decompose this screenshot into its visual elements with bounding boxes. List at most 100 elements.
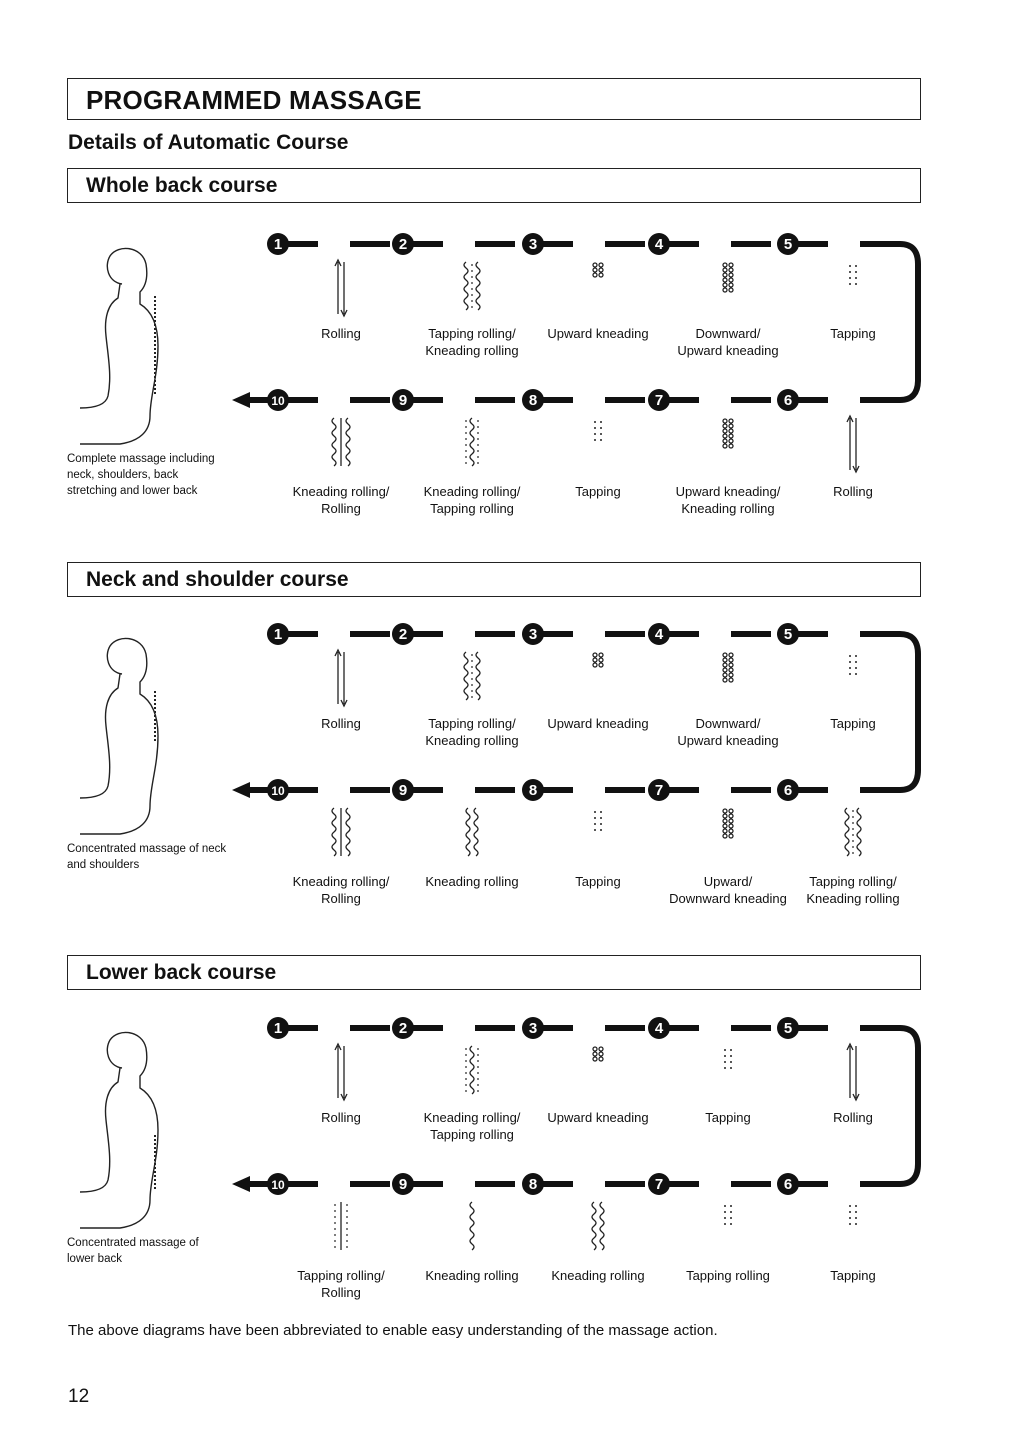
svg-text:8: 8 [529,782,537,799]
krolltap-motion-icon [465,417,479,467]
course-description: Concentrated massage of neck and shoulde… [67,843,227,871]
step-label: Rolling [321,1110,361,1125]
step-6-badge: 6 [777,1173,799,1195]
page-title: PROGRAMMED MASSAGE [86,85,422,115]
step-2-badge: 2 [392,623,414,645]
flow-end-arrow-icon [232,1176,250,1192]
knead-motion-icon [591,1201,605,1251]
step-7-badge: 7 [648,779,670,801]
step-label: Rolling [321,326,361,341]
step-label: Upward/Downward kneading [669,874,787,906]
step-1-badge: 1 [267,233,289,255]
taproll-motion-icon [463,261,481,311]
svg-text:8: 8 [529,392,537,409]
course-flow-diagram: 1 2 3 4 5 10 9 8 7 6 [79,1017,921,1251]
step-5-badge: 5 [777,1017,799,1039]
step-8-badge: 8 [522,389,544,411]
svg-text:10: 10 [271,394,285,408]
step-label: Tapping [830,326,876,341]
kneadline-motion-icon [469,1201,475,1251]
down-motion-icon [722,652,734,683]
step-3-badge: 3 [522,1017,544,1039]
svg-text:3: 3 [529,236,537,253]
tap-motion-icon [849,265,857,285]
step-label: Kneading rolling [425,1268,519,1283]
up-motion-icon [592,652,604,668]
step-label: Kneading rolling/Rolling [292,874,390,906]
step-label: Rolling [833,1110,873,1125]
svg-text:2: 2 [399,626,407,643]
down-motion-icon [722,808,734,839]
svg-text:8: 8 [529,1176,537,1193]
step-3-badge: 3 [522,233,544,255]
svg-text:7: 7 [655,782,663,799]
course-title-box-lower-back: Lower back course [67,955,921,990]
krolltap-motion-icon [465,1045,479,1095]
footnote: The above diagrams have been abbreviated… [68,1322,718,1339]
step-label: Tapping [830,1268,876,1283]
kroll-motion-icon [331,417,351,467]
taproll-motion-icon [844,807,862,857]
roll-motion-icon [334,648,348,708]
step-3-badge: 3 [522,623,544,645]
svg-text:9: 9 [399,1176,407,1193]
step-label: Tapping rolling/Rolling [297,1268,385,1300]
svg-text:6: 6 [784,392,792,409]
svg-text:7: 7 [655,392,663,409]
down-motion-icon [722,262,734,293]
flow-end-arrow-icon [232,782,250,798]
taproll-motion-icon [463,651,481,701]
svg-text:10: 10 [271,784,285,798]
roll-motion-icon [846,414,860,474]
step-label: Kneading rolling [551,1268,645,1283]
step-6-badge: 6 [777,779,799,801]
step-label: Tapping [575,484,621,499]
step-8-badge: 8 [522,779,544,801]
tap-motion-icon [849,655,857,675]
step-label: Downward/Upward kneading [677,326,779,358]
svg-text:9: 9 [399,782,407,799]
tap-motion-icon [849,1205,857,1225]
svg-text:4: 4 [655,1020,664,1037]
upk-motion-icon [722,418,734,449]
step-label: Upward kneading [547,326,649,341]
kroll-motion-icon [331,807,351,857]
svg-text:6: 6 [784,1176,792,1193]
roll-motion-icon [846,1042,860,1102]
step-9-badge: 9 [392,1173,414,1195]
tap-motion-icon [724,1049,732,1069]
course-description: Concentrated massage of lower back [67,1237,199,1265]
flow-path-bottom [288,787,900,793]
page-title-box: PROGRAMMED MASSAGE [67,78,921,120]
course-title: Lower back course [86,961,277,984]
step-7-badge: 7 [648,389,670,411]
tap-motion-icon [594,811,602,831]
step-label: Upward kneading/Kneading rolling [675,484,781,516]
page-number: 12 [68,1386,90,1407]
step-label: Kneading rolling/Tapping rolling [423,1110,521,1142]
step-4-badge: 4 [648,233,670,255]
svg-text:1: 1 [274,1020,282,1037]
step-label: Upward kneading [547,716,649,731]
svg-text:9: 9 [399,392,407,409]
step-1-badge: 1 [267,623,289,645]
tap-motion-icon [594,421,602,441]
flow-path-top [288,1025,900,1031]
knead-motion-icon [465,807,479,857]
svg-text:2: 2 [399,1020,407,1037]
step-8-badge: 8 [522,1173,544,1195]
svg-text:10: 10 [271,1178,285,1192]
roll-motion-icon [334,1042,348,1102]
step-7-badge: 7 [648,1173,670,1195]
step-5-badge: 5 [777,623,799,645]
svg-text:5: 5 [784,236,792,253]
step-10-badge: 10 [267,1173,289,1195]
step-label: Upward kneading [547,1110,649,1125]
step-label: Tapping rolling [686,1268,770,1283]
svg-text:6: 6 [784,782,792,799]
step-label: Tapping rolling/Kneading rolling [806,874,900,906]
